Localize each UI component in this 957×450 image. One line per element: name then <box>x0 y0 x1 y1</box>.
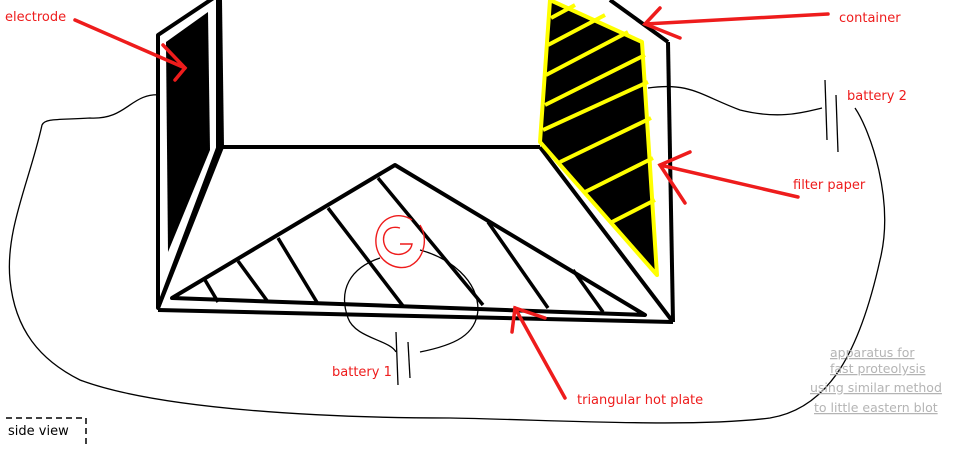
side-view-label: side view <box>8 424 69 439</box>
container-label: container <box>839 11 901 26</box>
caption-line-2: fast proteolysis <box>830 361 926 376</box>
battery-2-plate-short <box>836 95 838 152</box>
battery-1-plate-long <box>396 332 398 385</box>
container-back-left-edge <box>220 0 222 147</box>
hot-plate-label: triangular hot plate <box>577 393 703 408</box>
battery-2-plate-long <box>825 80 827 140</box>
filter-paper-label: filter paper <box>793 178 866 193</box>
battery-2-label: battery 2 <box>847 89 907 104</box>
caption-line-4: to little eastern blot <box>814 400 938 415</box>
caption-line-3: using similar method <box>810 380 942 395</box>
triangular-hot-plate <box>172 165 645 315</box>
battery-1-label: battery 1 <box>332 365 392 380</box>
hot-plate-arrow <box>512 308 565 398</box>
electrode-label: electrode <box>5 10 66 25</box>
wire-to-battery-2 <box>648 87 822 115</box>
container-arrow <box>645 8 828 38</box>
filter-paper-arrow <box>660 152 798 203</box>
battery-1-plate-short <box>408 342 410 378</box>
caption-line-1: apparatus for <box>830 345 915 360</box>
